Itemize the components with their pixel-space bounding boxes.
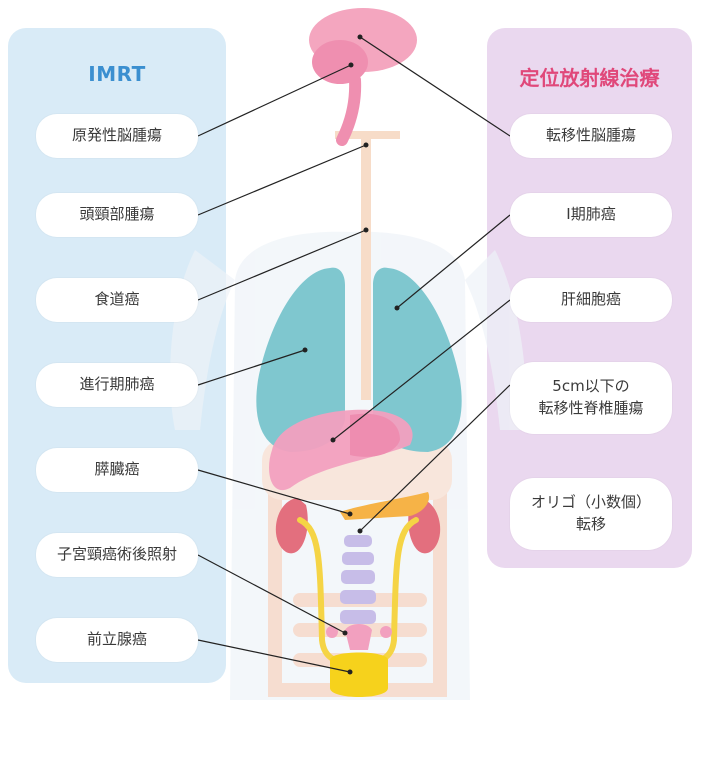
connector-dots: [302, 34, 400, 675]
imrt-title: IMRT: [88, 62, 146, 86]
brain: [309, 8, 417, 146]
label-hepatocellular-carcinoma: 肝細胞癌: [510, 278, 672, 322]
connector-lines-right: [332, 36, 511, 532]
pancreas: [340, 492, 430, 520]
label-metastatic-brain-tumor: 転移性脳腫瘍: [510, 114, 672, 158]
label-head-neck-tumor: 頭頸部腫瘍: [36, 193, 198, 237]
kidney-left: [275, 498, 308, 554]
label-prostate-cancer: 前立腺癌: [36, 618, 198, 662]
srt-title: 定位放射線治療: [519, 66, 660, 90]
lung-left: [256, 267, 345, 452]
label-primary-brain-tumor: 原発性脳腫瘍: [36, 114, 198, 158]
label-stage1-lung-cancer: Ⅰ期肺癌: [510, 193, 672, 237]
label-advanced-lung-cancer: 進行期肺癌: [36, 363, 198, 407]
uterus: [326, 624, 392, 650]
spine: [340, 535, 376, 624]
bladder: [330, 652, 388, 697]
stomach: [350, 413, 400, 457]
lung-right: [373, 267, 462, 452]
label-cervical-postop: 子宮頸癌術後照射: [36, 533, 198, 577]
label-pancreatic-cancer: 膵臓癌: [36, 448, 198, 492]
label-esophageal-cancer: 食道癌: [36, 278, 198, 322]
connector-lines-left: [197, 64, 367, 673]
label-spinal-metastasis: 5cm以下の 転移性脊椎腫瘍: [510, 362, 672, 434]
label-oligometastasis: オリゴ（小数個） 転移: [510, 478, 672, 550]
